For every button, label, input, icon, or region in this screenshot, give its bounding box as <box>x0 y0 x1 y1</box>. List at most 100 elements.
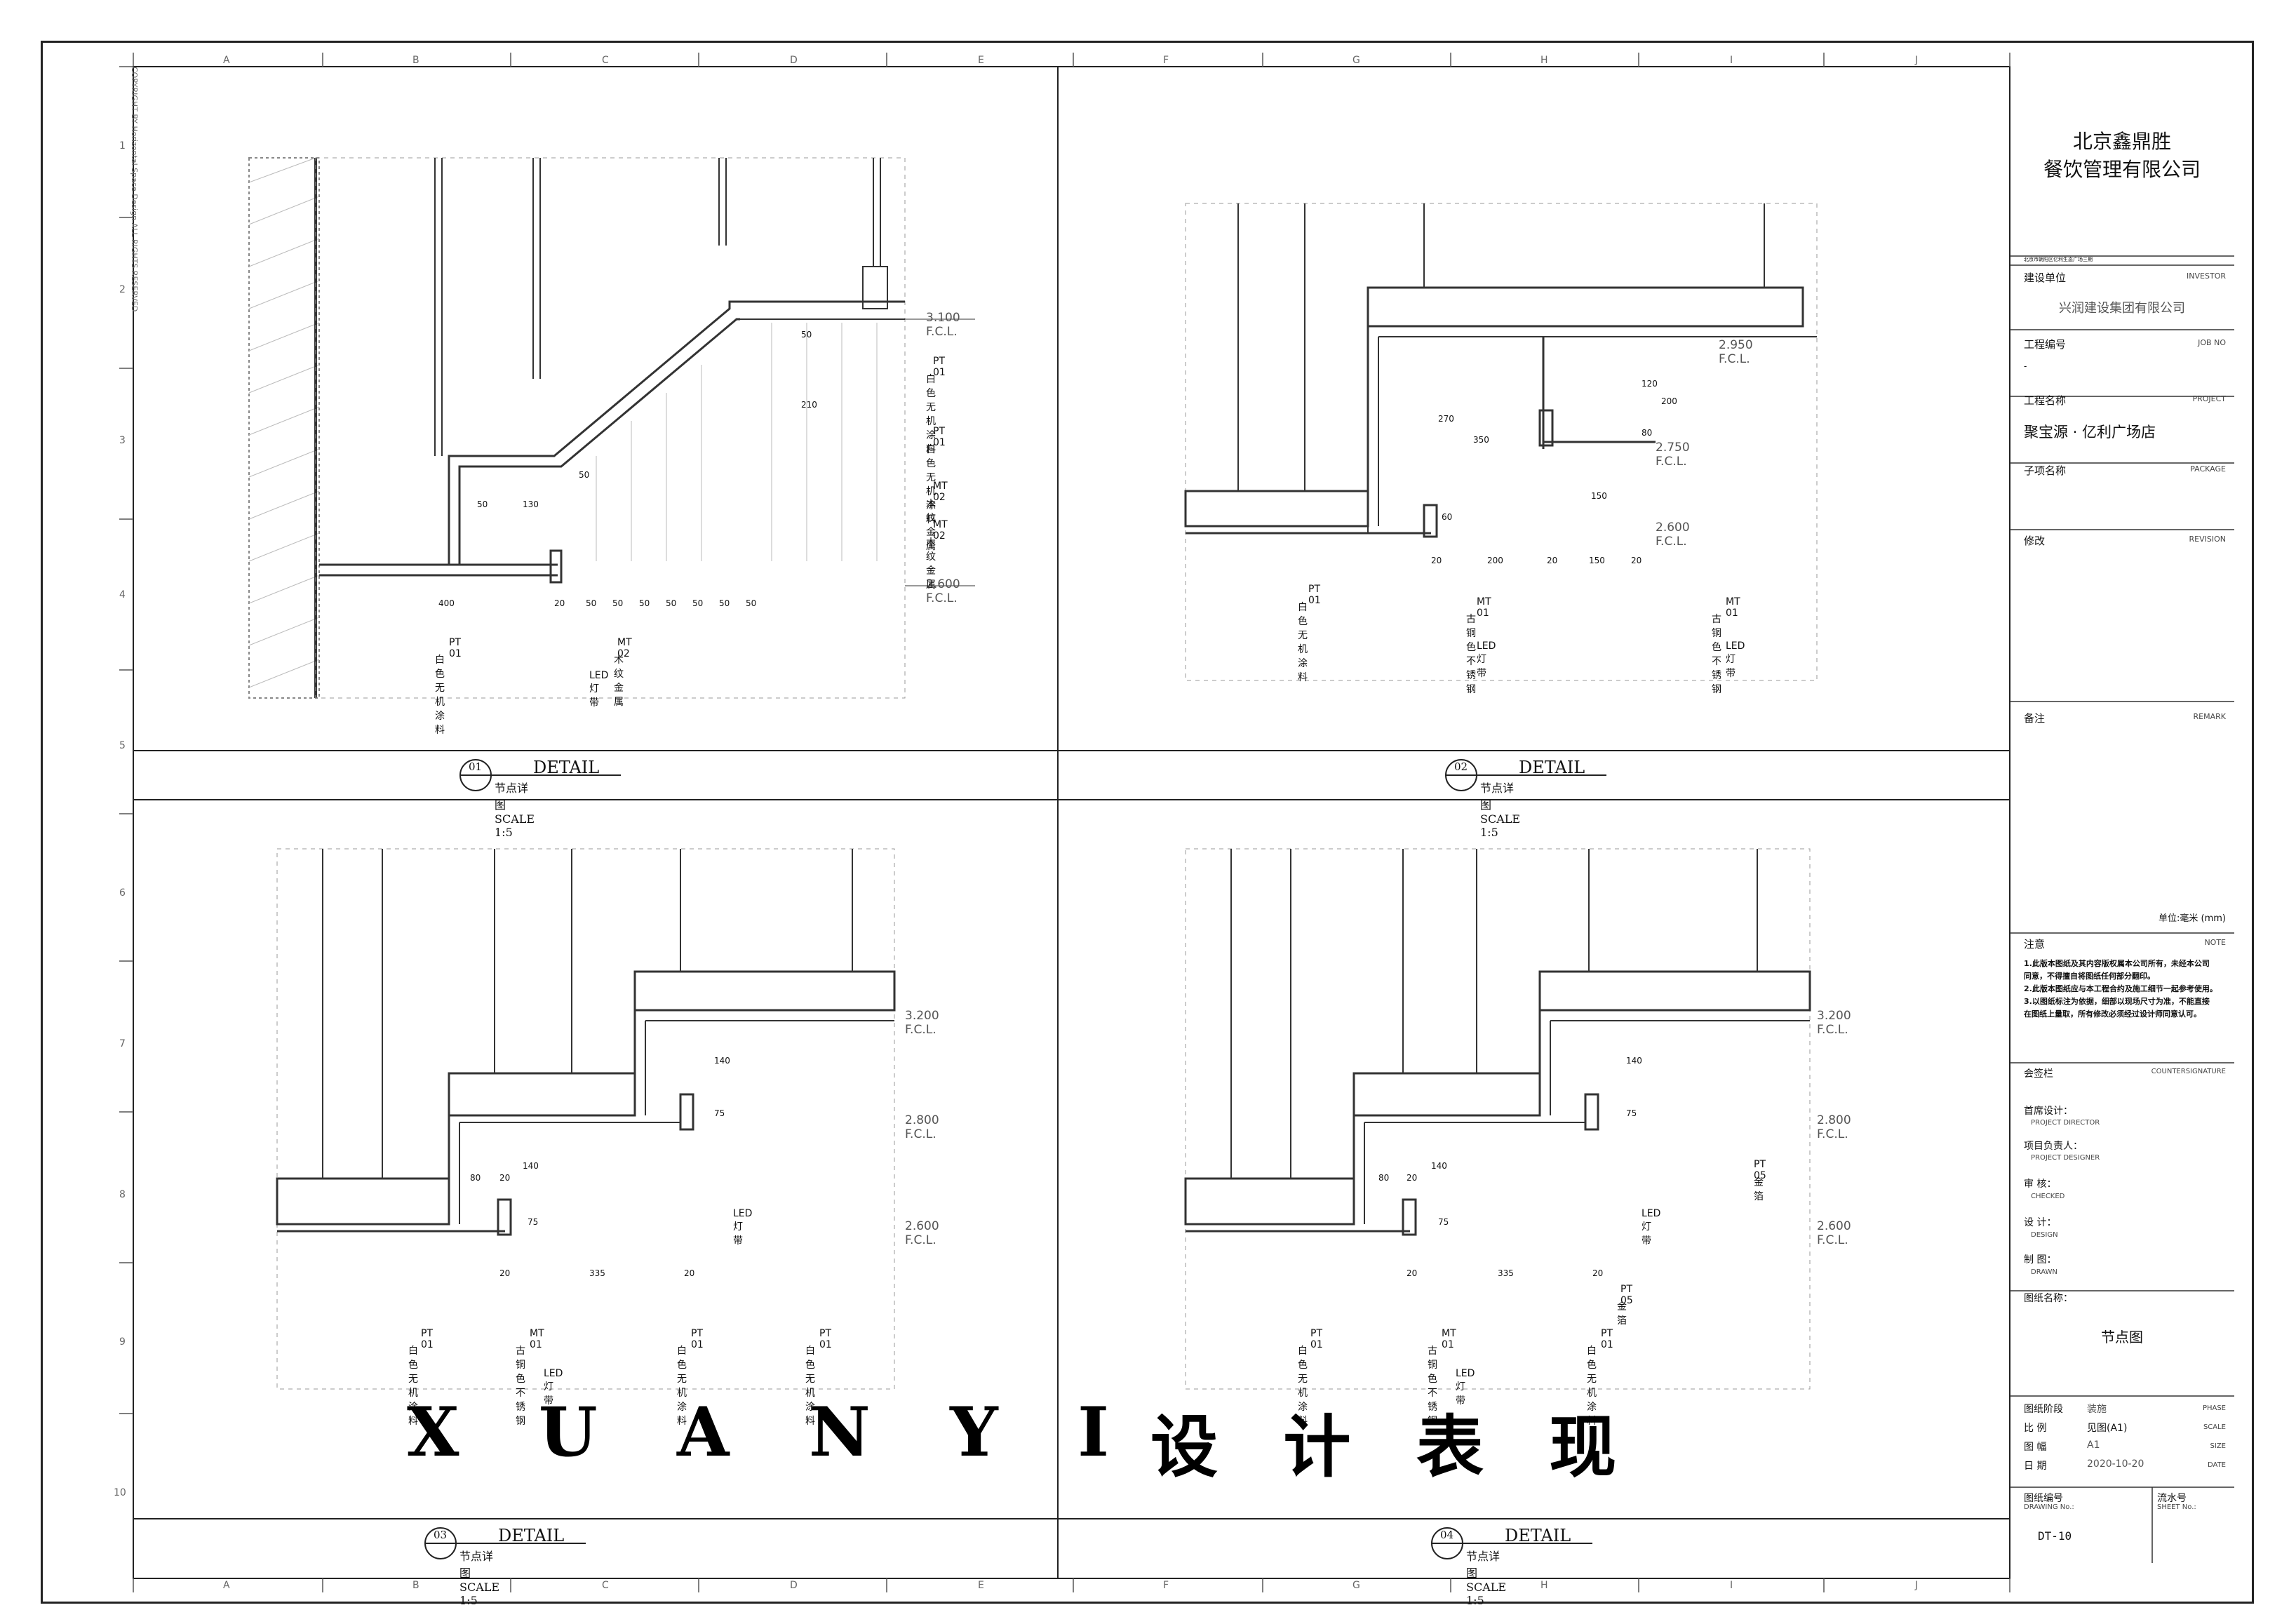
material-tag: PT 01 <box>449 637 462 659</box>
dimension: 20 <box>1431 556 1442 565</box>
note-line: 2.此版本图纸应与本工程合约及施工细节一起参考使用。 <box>2024 984 2217 993</box>
phase-label: 图纸阶段 <box>2024 1404 2063 1415</box>
dimension: 20 <box>499 1268 511 1278</box>
director-label: 首席设计： <box>2024 1106 2073 1117</box>
led-label: LED灯带 <box>733 1208 753 1247</box>
material-label: 金箔 <box>1754 1177 1764 1202</box>
project-label: 工程名称 <box>2024 394 2067 407</box>
note-line: 3.以图纸标注为依据，细部以现场尺寸为准，不能直接 <box>2024 997 2210 1006</box>
level-label: 3.100 F.C.L. <box>926 311 960 339</box>
level-label: 3.200 F.C.L. <box>1817 1009 1851 1037</box>
detail-04-drawing <box>1184 848 1811 1390</box>
grid-row-9: 9 <box>119 1336 126 1348</box>
level-label: 3.200 F.C.L. <box>905 1009 939 1037</box>
job-en: JOB NO <box>2198 338 2226 347</box>
led-label: LED灯带 <box>1726 640 1745 679</box>
material-label: 白色无机涂料 <box>677 1345 687 1427</box>
dimension: 50 <box>692 598 704 608</box>
grid-col-d: D <box>790 55 798 66</box>
grid-row-3: 3 <box>119 435 126 446</box>
drawing-name-value: 节点图 <box>2101 1329 2143 1345</box>
level-label: 2.800 F.C.L. <box>1817 1113 1851 1141</box>
note-en: NOTE <box>2204 938 2226 947</box>
dimension: 50 <box>612 598 624 608</box>
note-label: 注意 <box>2024 938 2046 951</box>
material-label: 白色无机涂料 <box>926 374 936 455</box>
dimension: 50 <box>746 598 757 608</box>
checked-en: CHECKED <box>2031 1193 2065 1200</box>
designer-en: PROJECT DESIGNER <box>2031 1154 2100 1162</box>
dimension: 80 <box>1642 428 1653 438</box>
grid-col-f-bottom: F <box>1163 1580 1169 1591</box>
dimension: 350 <box>1473 435 1489 445</box>
dimension: 270 <box>1438 414 1454 424</box>
date-label: 日 期 <box>2024 1461 2047 1472</box>
project-value: 聚宝源 · 亿利广场店 <box>2024 424 2156 441</box>
material-label: 白色无机涂料 <box>1298 1345 1308 1427</box>
dimension: 50 <box>639 598 650 608</box>
dimension: 20 <box>1592 1268 1604 1278</box>
dimension: 75 <box>714 1108 725 1118</box>
drawn-en: DRAWN <box>2031 1268 2057 1276</box>
led-label: LED灯带 <box>589 670 609 709</box>
dimension: 20 <box>1547 556 1558 565</box>
date-en: DATE <box>2207 1461 2226 1469</box>
designer-label: 项目负责人： <box>2024 1141 2083 1152</box>
detail-number: 04 <box>1440 1529 1454 1541</box>
dimension: 20 <box>1631 556 1642 565</box>
material-tag: PT 01 <box>819 1328 832 1350</box>
level-label: 2.600 F.C.L. <box>905 1219 939 1247</box>
grid-col-g: G <box>1352 55 1360 66</box>
dimension: 20 <box>684 1268 695 1278</box>
dimension: 140 <box>714 1056 730 1066</box>
material-tag: MT 02 <box>617 637 632 659</box>
detail-subtitle: 节点详图 SCALE 1:5 <box>459 1550 500 1607</box>
company-name-line2: 餐饮管理有限公司 <box>2043 158 2201 181</box>
grid-col-i-bottom: I <box>1730 1580 1733 1591</box>
material-label: 白色无机涂料 <box>1298 602 1308 683</box>
scale-value: 见图(A1) <box>2087 1423 2128 1434</box>
grid-row-6: 6 <box>119 887 126 899</box>
material-label: 白色无机涂料 <box>435 655 445 736</box>
material-tag: MT 02 <box>933 481 948 503</box>
watermark-latin: X U A N Y I <box>407 1393 1137 1472</box>
detail-number: 01 <box>469 760 483 773</box>
scale-en: SCALE <box>2203 1423 2226 1431</box>
material-tag: PT 01 <box>933 356 946 378</box>
remark-en: REMARK <box>2193 712 2226 721</box>
material-label: 白色无机涂料 <box>926 444 936 525</box>
grid-row-10: 10 <box>114 1487 126 1498</box>
checked-label: 审 核： <box>2024 1179 2057 1190</box>
led-label: LED灯带 <box>1456 1368 1475 1407</box>
grid-col-c: C <box>602 55 609 66</box>
material-label: 白色无机涂料 <box>408 1345 418 1427</box>
grid-row-1: 1 <box>119 140 126 152</box>
dimension: 50 <box>666 598 677 608</box>
package-en: PACKAGE <box>2190 464 2226 474</box>
material-tag: PT 05 <box>1754 1159 1766 1181</box>
detail-03-drawing <box>276 848 896 1390</box>
copyright-note: COPYRIGHT BY Horizontal Space Design ALL… <box>130 67 139 312</box>
phase-en: PHASE <box>2202 1404 2226 1412</box>
countersign-en: COUNTERSIGNATURE <box>2151 1068 2226 1075</box>
project-en: PROJECT <box>2192 394 2226 403</box>
design-label: 设 计： <box>2024 1217 2057 1228</box>
material-label: 白色无机涂料 <box>1587 1345 1597 1427</box>
grid-row-2: 2 <box>119 284 126 295</box>
grid-col-j: J <box>1915 55 1919 66</box>
dimension: 335 <box>589 1268 605 1278</box>
dimension: 75 <box>528 1217 539 1227</box>
level-label: 2.600 F.C.L. <box>1656 521 1690 549</box>
material-label: 古铜色不锈钢 <box>516 1345 525 1427</box>
dimension: 130 <box>523 499 539 509</box>
remark-label: 备注 <box>2024 712 2046 725</box>
grid-row-8: 8 <box>119 1189 126 1200</box>
drawing-no-en: DRAWING No.: <box>2024 1503 2074 1511</box>
director-en: PROJECT DIRECTOR <box>2031 1119 2100 1127</box>
dimension: 140 <box>1431 1161 1447 1171</box>
material-tag: PT 01 <box>421 1328 434 1350</box>
dimension: 200 <box>1661 396 1677 406</box>
grid-col-a: A <box>223 55 230 66</box>
grid-col-h-bottom: H <box>1540 1580 1548 1591</box>
